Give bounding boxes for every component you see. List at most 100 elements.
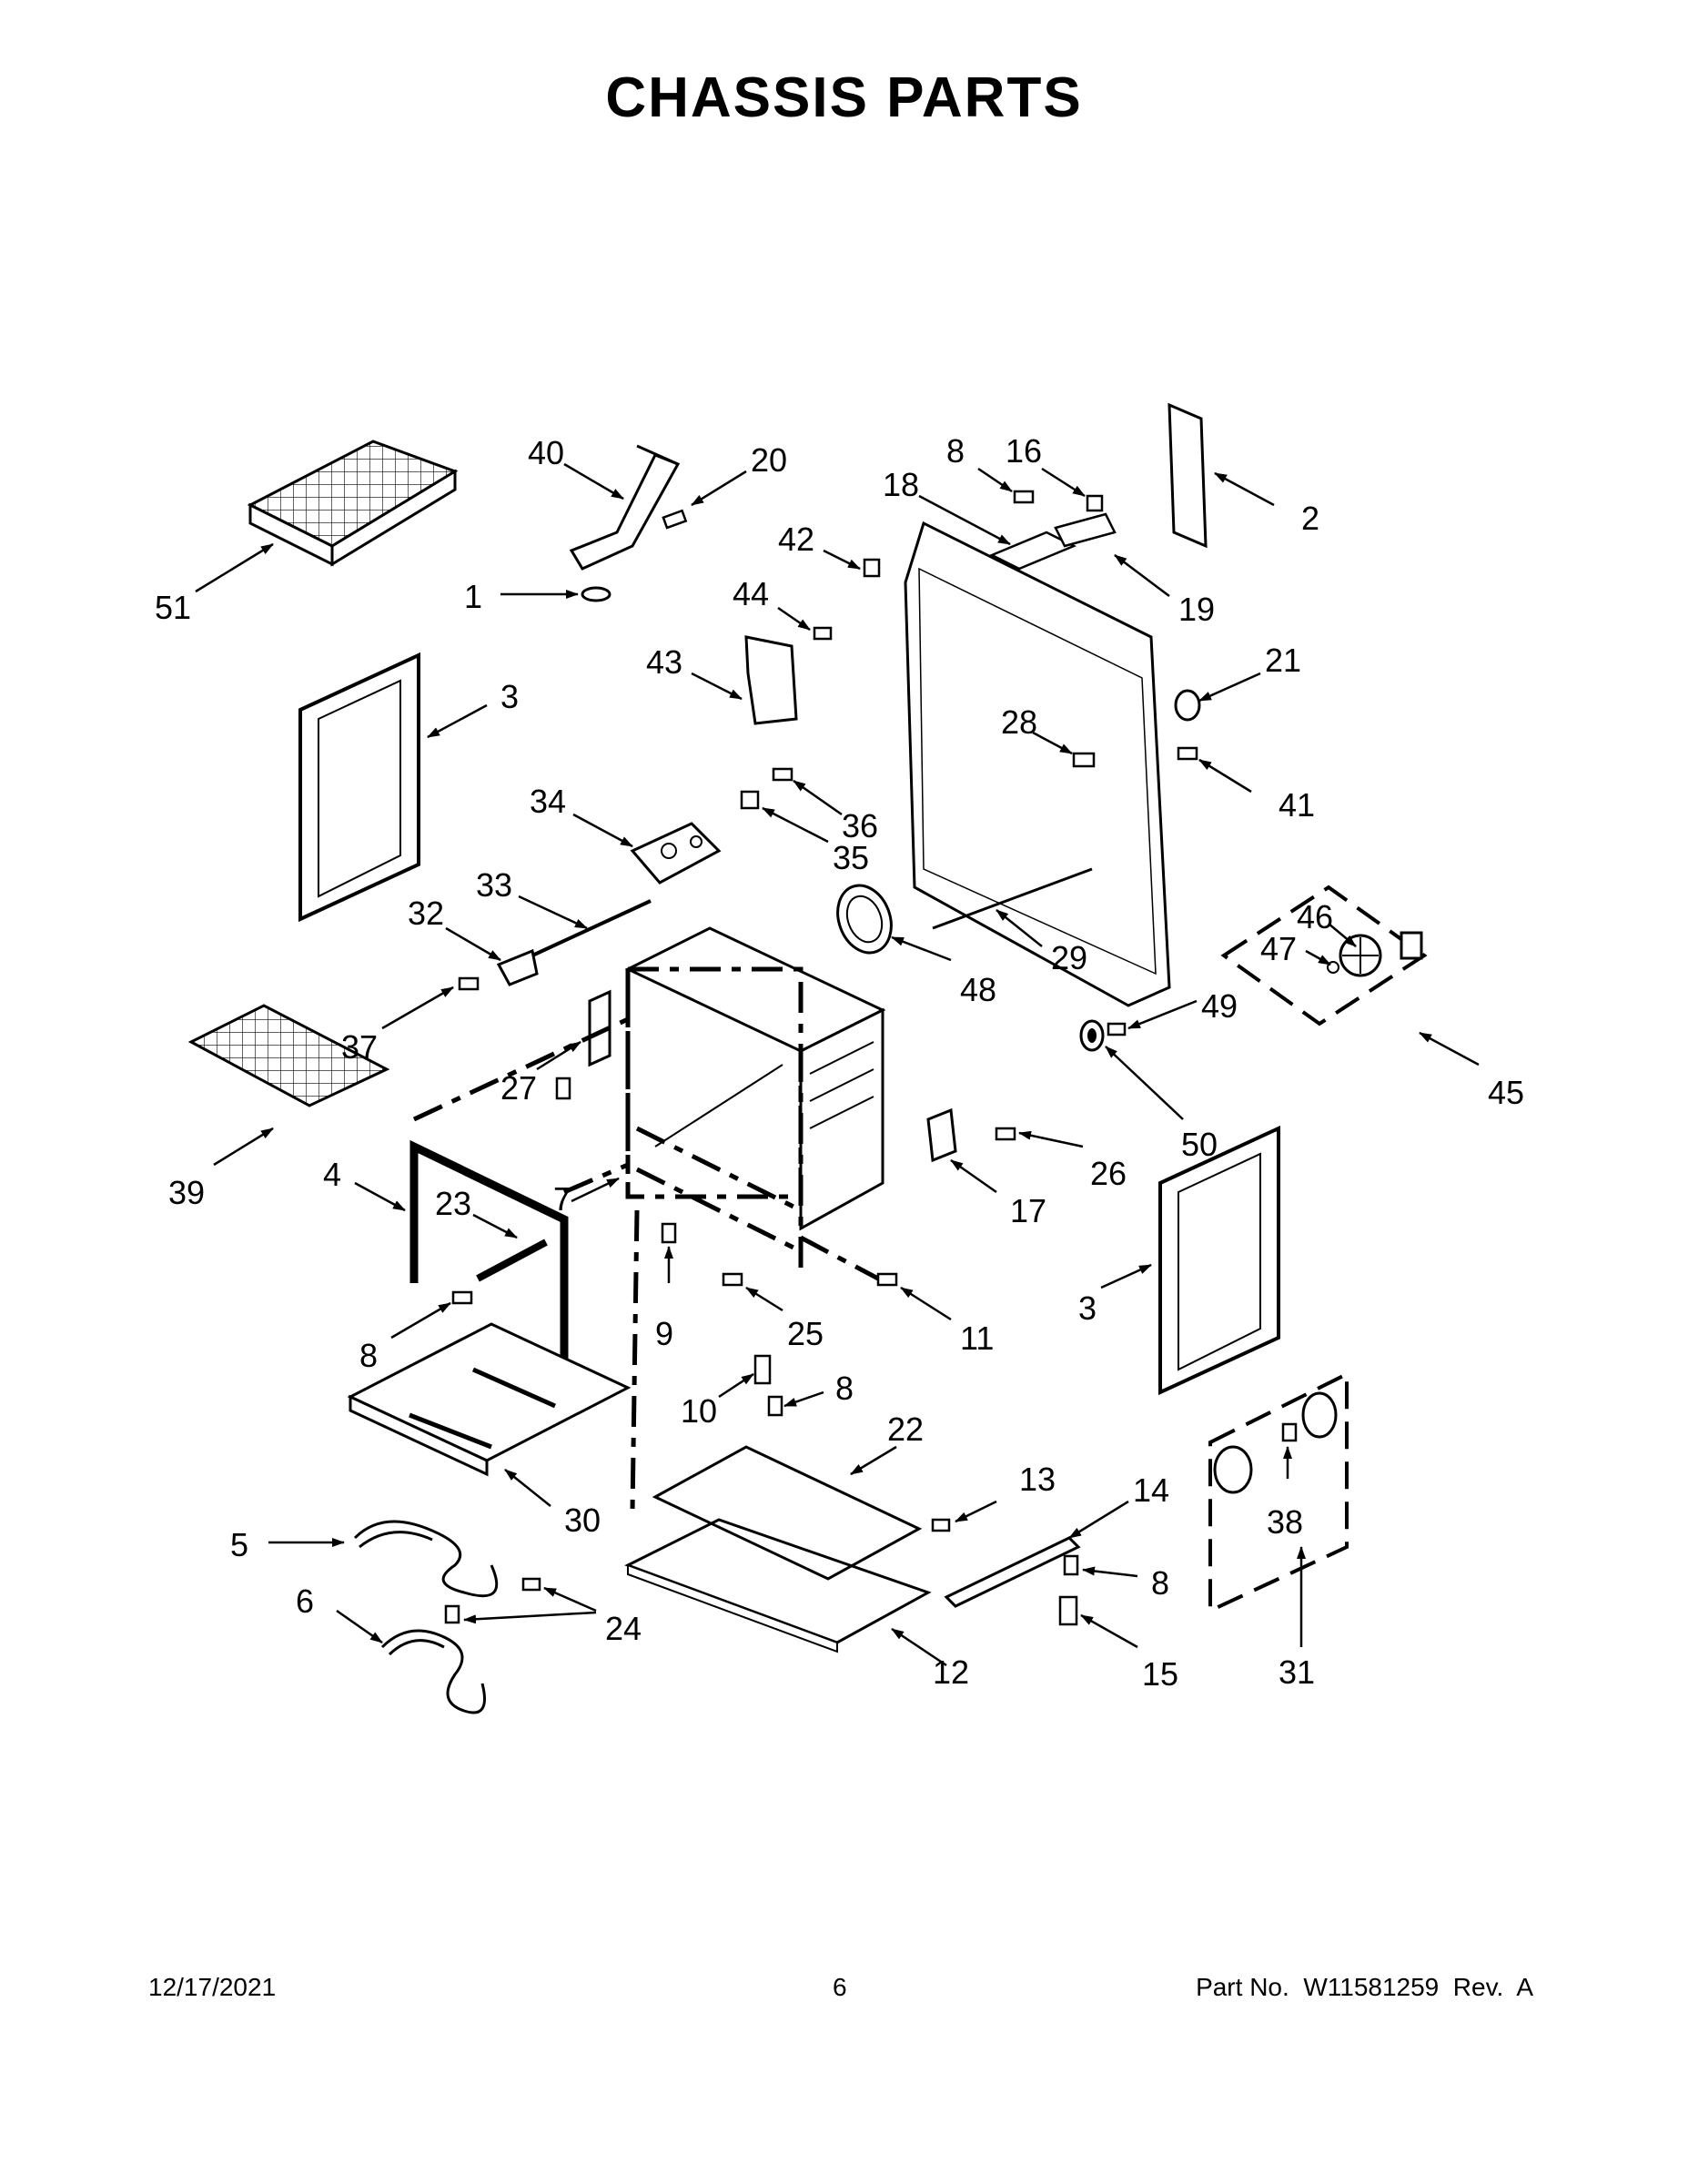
part-26-screw	[995, 1127, 1016, 1141]
part-19-terminal-block	[1054, 512, 1117, 548]
part-16-nut	[1086, 494, 1104, 512]
callout-4: 4	[323, 1156, 341, 1193]
callout-24: 24	[605, 1610, 642, 1647]
part-25-screw	[722, 1272, 743, 1287]
callout-22: 22	[887, 1410, 924, 1448]
part-2-channel	[1167, 402, 1208, 549]
callout-8-bottom: 8	[835, 1370, 854, 1407]
part-3-panel-right	[1158, 1125, 1280, 1396]
part-33-rod	[531, 899, 652, 957]
part-43-bracket	[744, 635, 798, 725]
part-1-foot	[581, 586, 612, 602]
part-41-screw	[1177, 746, 1198, 761]
page-title: CHASSIS PARTS	[605, 66, 1083, 129]
part-31-light-kit	[1208, 1370, 1349, 1614]
callout-34: 34	[530, 783, 566, 820]
part-44-screw	[813, 626, 833, 641]
part-8-screw-bottom	[767, 1395, 783, 1417]
callout-19: 19	[1178, 591, 1215, 628]
callout-44: 44	[733, 575, 769, 612]
callout-2: 2	[1301, 500, 1319, 537]
callout-30: 30	[564, 1502, 601, 1539]
callout-48: 48	[960, 971, 996, 1008]
callout-3-left: 3	[500, 678, 519, 715]
part-13-clip	[931, 1518, 951, 1532]
part-29-probe	[932, 867, 1093, 930]
callout-9: 9	[655, 1315, 673, 1352]
callout-16: 16	[1006, 432, 1042, 470]
part-8-screw-right	[1063, 1554, 1079, 1576]
part-6-broil-element	[380, 1629, 486, 1714]
part-48-ring	[836, 884, 893, 955]
callout-42: 42	[778, 521, 814, 558]
callout-35: 35	[833, 839, 869, 876]
callout-8-top: 8	[946, 432, 965, 470]
part-51-basket	[247, 440, 459, 567]
callout-6: 6	[296, 1582, 314, 1620]
callout-13: 13	[1019, 1461, 1056, 1498]
part-21-washer	[1174, 689, 1201, 722]
part-14-bracket	[944, 1536, 1081, 1608]
callout-36: 36	[842, 807, 878, 844]
part-34-component	[630, 822, 722, 885]
callout-28: 28	[1001, 703, 1037, 741]
part-35-clip	[740, 790, 760, 810]
part-3-panel-left	[298, 652, 420, 923]
callout-43: 43	[646, 643, 682, 681]
footer-part-number: Part No. W11581259 Rev. A	[1196, 1973, 1533, 2001]
callout-46: 46	[1297, 898, 1333, 935]
part-22-panel	[652, 1445, 923, 1581]
callout-8-left: 8	[359, 1337, 378, 1374]
callout-38: 38	[1267, 1503, 1303, 1541]
rear-panel	[904, 521, 1171, 1007]
part-39-rack	[187, 1004, 390, 1107]
callout-11: 11	[960, 1320, 994, 1357]
part-10-leg	[753, 1354, 772, 1385]
part-4-gasket	[409, 1139, 569, 1360]
callout-5: 5	[230, 1526, 248, 1563]
part-24-screws	[444, 1577, 541, 1624]
callout-3-right: 3	[1078, 1289, 1097, 1327]
callout-10: 10	[681, 1392, 717, 1430]
part-32-hinge	[496, 948, 539, 986]
callout-27: 27	[500, 1069, 537, 1107]
part-20-screw	[662, 509, 688, 530]
callout-49: 49	[1201, 987, 1238, 1025]
callout-50: 50	[1181, 1126, 1218, 1163]
callout-33: 33	[476, 866, 512, 904]
part-36-screw	[772, 767, 793, 782]
part-8-screw-top	[1013, 490, 1035, 504]
part-49-screw	[1107, 1022, 1127, 1036]
part-23-element-terminal	[476, 1239, 548, 1282]
part-40-bracket	[569, 444, 681, 571]
callout-51: 51	[155, 589, 191, 626]
part-12-panel	[624, 1518, 932, 1653]
callout-39: 39	[168, 1174, 205, 1211]
part-50-knob	[1079, 1019, 1105, 1052]
footer-page-number: 6	[833, 1973, 847, 2001]
callout-23: 23	[435, 1185, 471, 1222]
callout-18: 18	[883, 466, 919, 503]
part-18-bracket	[988, 531, 1077, 571]
callout-14: 14	[1133, 1471, 1169, 1509]
part-15-leg	[1058, 1595, 1078, 1626]
callout-21: 21	[1265, 642, 1301, 679]
callout-31: 31	[1279, 1653, 1315, 1691]
part-8-screw-left	[451, 1290, 473, 1305]
footer-date: 12/17/2021	[148, 1973, 277, 2001]
callout-25: 25	[787, 1315, 824, 1352]
part-27-bracket	[555, 989, 612, 1100]
callout-29: 29	[1051, 939, 1087, 976]
part-45-fan-kit	[1220, 885, 1428, 1026]
callout-47: 47	[1260, 930, 1297, 967]
callout-15: 15	[1142, 1655, 1178, 1693]
callout-7: 7	[553, 1180, 571, 1218]
callout-26: 26	[1090, 1155, 1127, 1192]
callout-37: 37	[341, 1028, 378, 1066]
part-30-tray	[347, 1322, 632, 1477]
callout-41: 41	[1279, 786, 1315, 824]
oven-cavity	[624, 926, 886, 1269]
part-42-clip	[863, 558, 881, 578]
part-11-screw	[876, 1272, 898, 1287]
